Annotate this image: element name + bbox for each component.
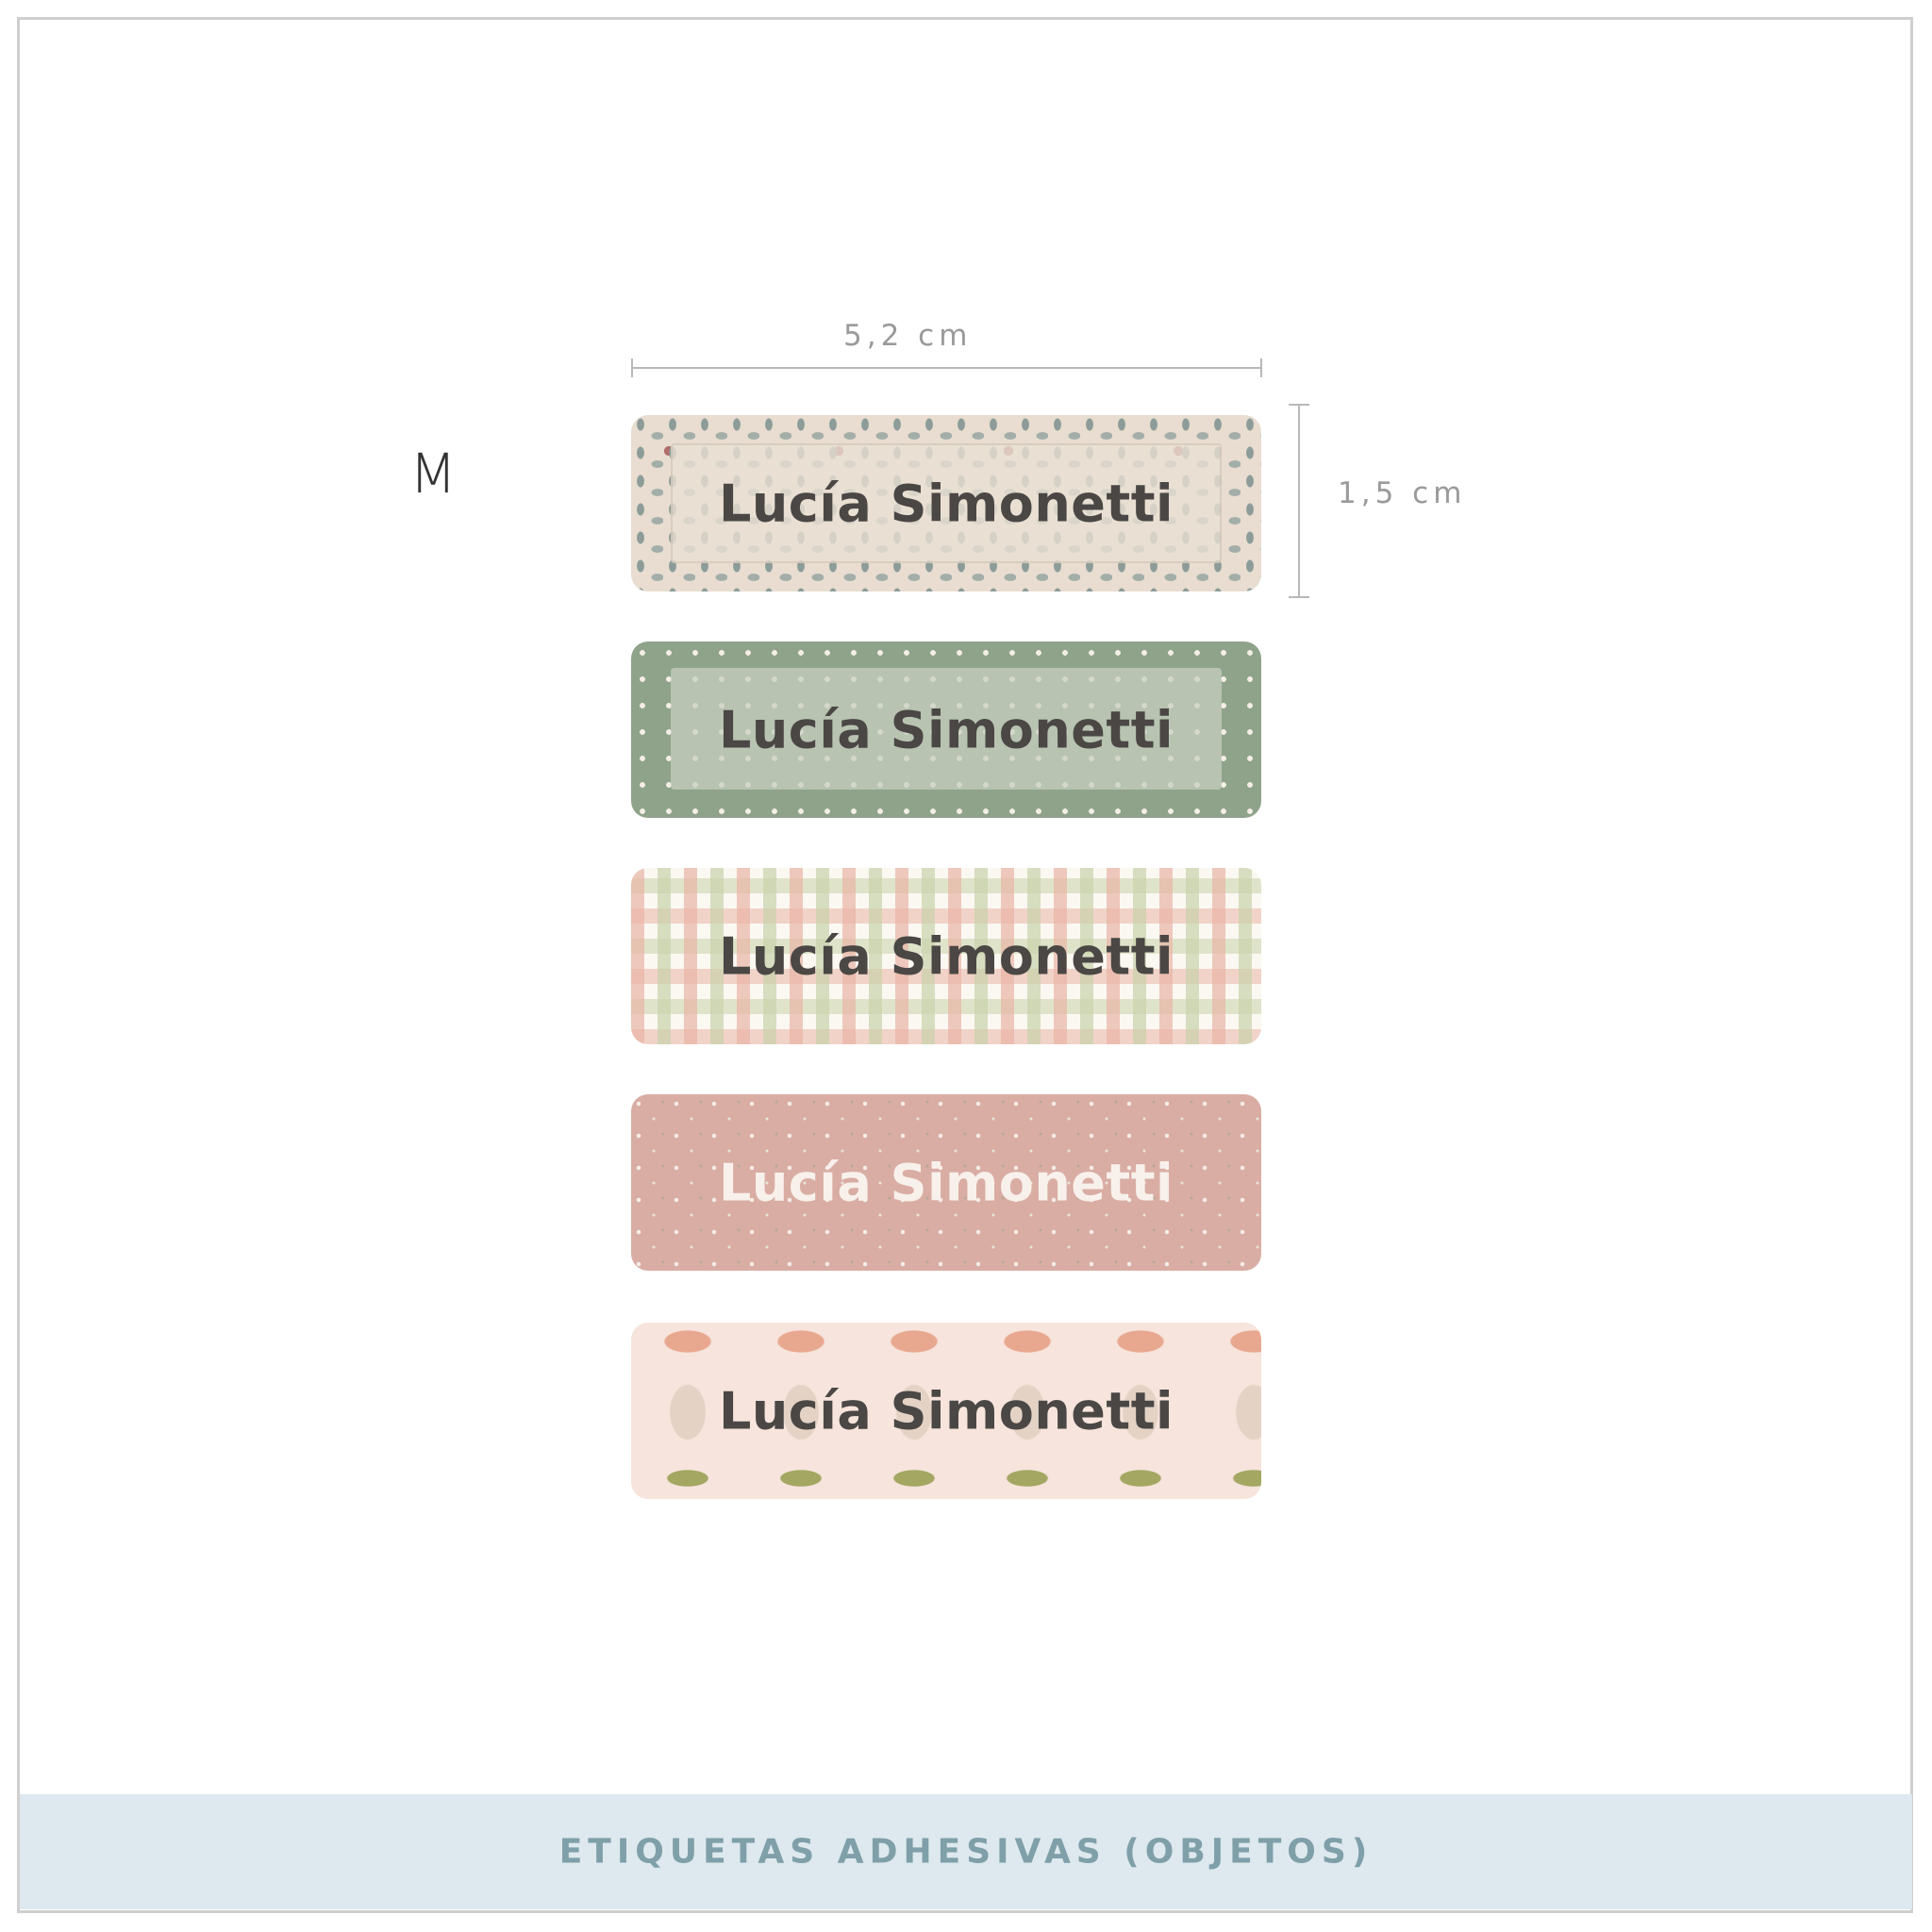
- height-dimension-cap-bottom: [1289, 596, 1309, 598]
- label-name-text: Lucía Simonetti: [718, 474, 1174, 533]
- height-dimension-line: [1298, 404, 1300, 598]
- label-sample-pink-ditsy: Lucía Simonetti: [631, 1094, 1261, 1271]
- label-sample-vintage-floral: Lucía Simonetti: [631, 1323, 1261, 1499]
- width-dimension-label: 5,2 cm: [843, 319, 973, 353]
- size-label: M: [409, 441, 458, 506]
- label-name-text: Lucía Simonetti: [718, 1153, 1174, 1212]
- label-inner-panel: [671, 443, 1222, 563]
- width-dimension-cap-right: [1260, 358, 1262, 377]
- label-sample-beige-leaves: Lucía Simonetti: [631, 415, 1261, 591]
- width-dimension-cap-left: [631, 358, 633, 377]
- label-name-text: Lucía Simonetti: [718, 1381, 1174, 1441]
- label-inner-panel: [671, 668, 1222, 790]
- label-name-text: Lucía Simonetti: [718, 926, 1174, 986]
- width-dimension-line: [632, 367, 1261, 369]
- footer-band: ETIQUETAS ADHESIVAS (OBJETOS): [20, 1794, 1912, 1909]
- label-sample-gingham: Lucía Simonetti: [631, 868, 1261, 1044]
- label-sample-green-ditsy: Lucía Simonetti: [631, 641, 1261, 818]
- footer-title: ETIQUETAS ADHESIVAS (OBJETOS): [558, 1832, 1374, 1872]
- height-dimension-label: 1,5 cm: [1338, 476, 1467, 510]
- height-dimension-cap-top: [1289, 404, 1309, 406]
- label-name-text: Lucía Simonetti: [718, 700, 1174, 759]
